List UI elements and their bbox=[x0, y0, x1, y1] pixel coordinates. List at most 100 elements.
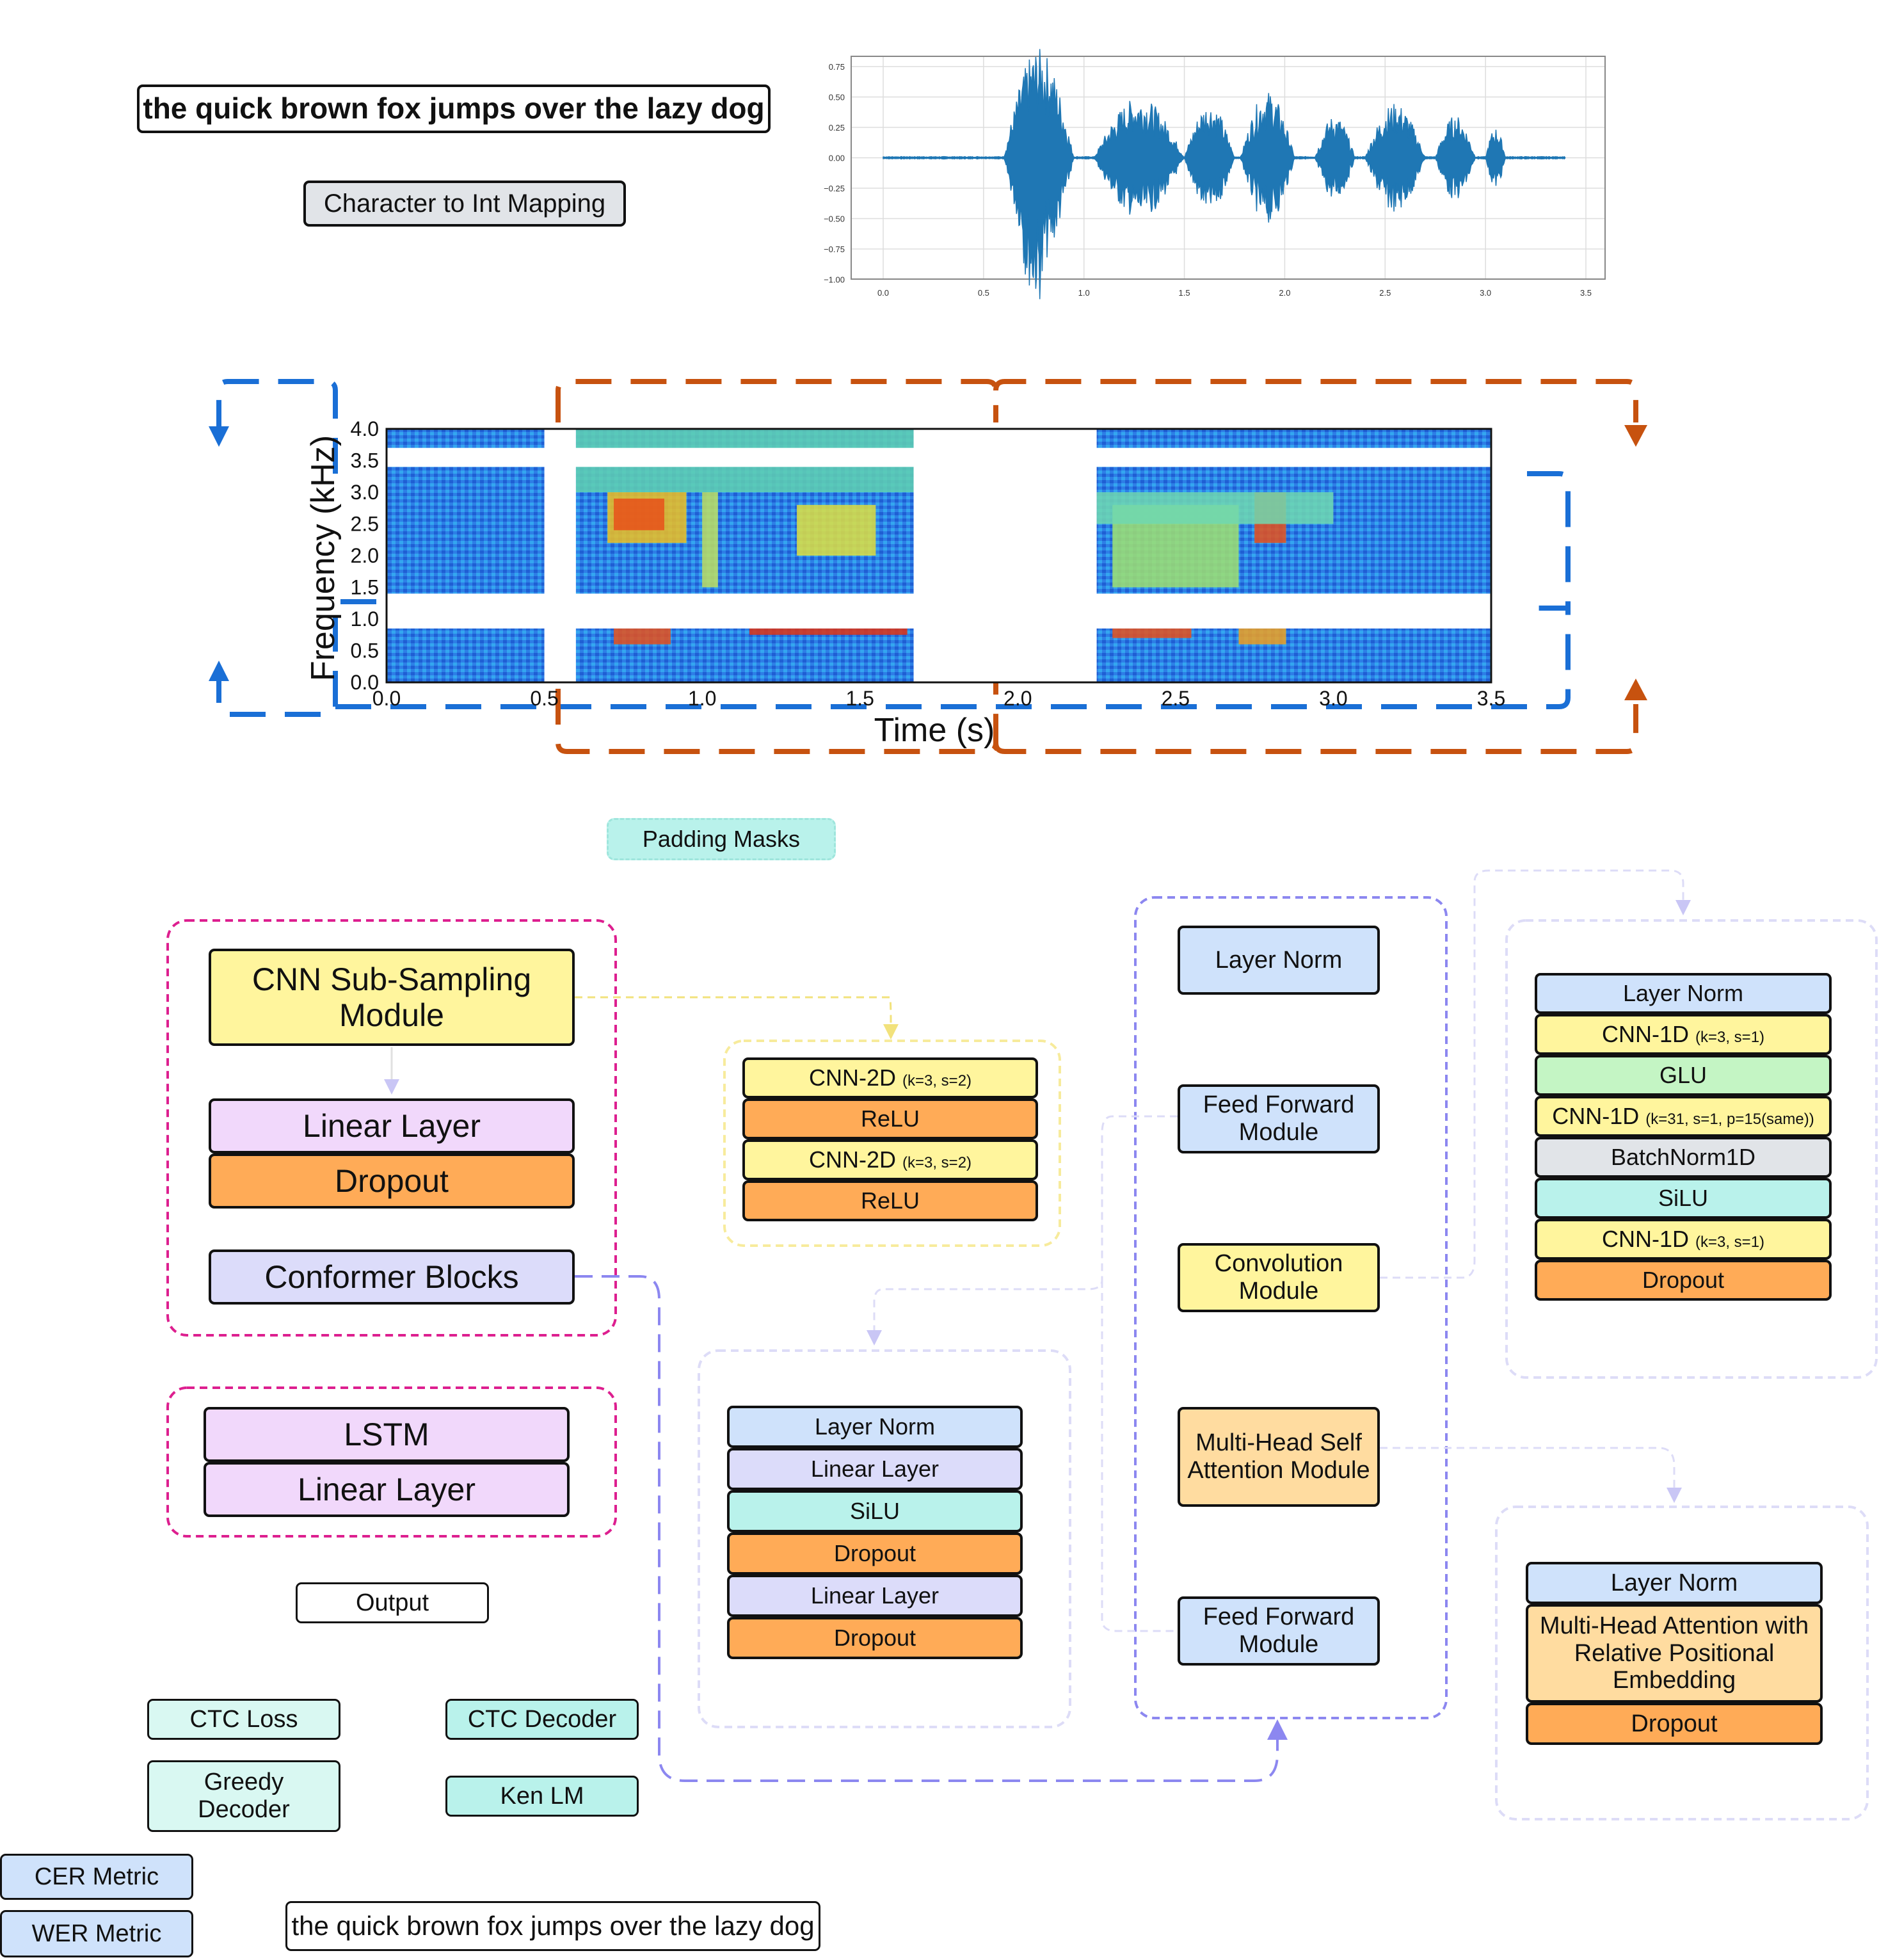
spectrogram-xtick: 1.0 bbox=[688, 687, 716, 710]
spectrogram-image bbox=[387, 429, 1491, 682]
waveform-xtick: 3.5 bbox=[1580, 288, 1592, 298]
conv_detail-row-label: GLU bbox=[1659, 1061, 1707, 1088]
conv_detail-row-1: CNN-1D(k=3, s=1) bbox=[1535, 1014, 1832, 1055]
cnn_detail-row-0: CNN-2D(k=3, s=2) bbox=[742, 1057, 1038, 1098]
cnn-to-detail-line bbox=[575, 996, 899, 1040]
conformer-blocks-box: Conformer Blocks bbox=[209, 1249, 575, 1305]
frequency-mask bbox=[387, 593, 1491, 629]
spectrogram-energy bbox=[1096, 492, 1334, 524]
ff_detail-row-3: Dropout bbox=[727, 1532, 1023, 1575]
conv-to-detail-line bbox=[1380, 869, 1691, 1279]
spectrogram-xtick: 3.0 bbox=[1319, 687, 1347, 710]
waveform-xtick: 3.0 bbox=[1480, 288, 1491, 298]
wer-metric-box: WER Metric bbox=[0, 1910, 193, 1957]
waveform-ytick: −0.25 bbox=[824, 184, 845, 193]
mha-dropout: Dropout bbox=[1526, 1703, 1823, 1745]
conv_detail-row-7: Dropout bbox=[1535, 1260, 1832, 1301]
conv_detail-row-params: (k=3, s=1) bbox=[1695, 1233, 1765, 1251]
encoder-linear-box: Linear Layer bbox=[209, 1098, 575, 1153]
ff_detail-row-1: Linear Layer bbox=[727, 1448, 1023, 1490]
spectrogram-energy bbox=[702, 492, 718, 588]
conv_detail-row-params: (k=31, s=1, p=15(same)) bbox=[1645, 1110, 1814, 1128]
spectrogram-ytick: 2.0 bbox=[351, 544, 379, 567]
waveform-plot: 0.0 0.5 1.0 1.5 2.0 2.5 3.0 3.5 0.75 0.50 0.25 0.00… bbox=[824, 49, 1606, 300]
cer-metric-box: CER Metric bbox=[0, 1854, 193, 1900]
waveform-xtick: 0.0 bbox=[877, 288, 889, 298]
waveform-xtick: 1.0 bbox=[1078, 288, 1090, 298]
spectrogram-xtick: 0.0 bbox=[372, 687, 401, 710]
cnn-subsampling-box: CNN Sub-Sampling Module bbox=[209, 949, 575, 1046]
mha-layer-norm: Layer Norm bbox=[1526, 1562, 1823, 1604]
freq-mask-bracket-left bbox=[216, 379, 1571, 717]
time-arrow-bottom bbox=[1624, 679, 1647, 700]
spectrogram-xtick: 0.5 bbox=[530, 687, 558, 710]
ff_detail-row-0: Layer Norm bbox=[727, 1406, 1023, 1448]
freq-arrow-bottom bbox=[209, 661, 229, 681]
conv_detail-row-label: CNN-1D bbox=[1552, 1102, 1640, 1129]
spectrogram-ytick: 3.0 bbox=[351, 481, 379, 504]
conv_detail-row-label: CNN-1D bbox=[1601, 1020, 1689, 1047]
ff_detail-row-label: Linear Layer bbox=[810, 1455, 940, 1482]
conv_detail-row-2: GLU bbox=[1535, 1055, 1832, 1096]
char-mapping-box: Character to Int Mapping bbox=[303, 181, 626, 227]
lstm-box: LSTM bbox=[204, 1407, 570, 1462]
conv_detail-row-3: CNN-1D (k=31, s=1, p=15(same)) bbox=[1535, 1096, 1832, 1137]
cnn_detail-row-1: ReLU bbox=[742, 1098, 1038, 1139]
waveform-ytick: 0.75 bbox=[829, 62, 845, 72]
waveform-ytick: 0.25 bbox=[829, 123, 845, 133]
time-mask bbox=[913, 429, 1097, 682]
output-sentence: the quick brown fox jumps over the lazy … bbox=[285, 1901, 820, 1951]
spectrogram-ytick: 3.5 bbox=[351, 449, 379, 472]
conv_detail-row-label: CNN-1D bbox=[1601, 1225, 1689, 1252]
waveform-xtick: 2.5 bbox=[1379, 288, 1391, 298]
conv_detail-row-0: Layer Norm bbox=[1535, 973, 1832, 1014]
ff_detail-row-4: Linear Layer bbox=[727, 1575, 1023, 1617]
mha-detail-container bbox=[1495, 1506, 1869, 1820]
conv_detail-row-4: BatchNorm1D bbox=[1535, 1137, 1832, 1178]
greedy-decoder-box: Greedy Decoder bbox=[147, 1760, 340, 1832]
frequency-mask bbox=[387, 447, 1491, 467]
kenlm-box: Ken LM bbox=[445, 1776, 639, 1817]
waveform-ticks: 0.0 0.5 1.0 1.5 2.0 2.5 3.0 3.5 0.75 0.50 0.25 0.00… bbox=[824, 62, 1592, 298]
output-box: Output bbox=[296, 1582, 489, 1623]
conv_detail-row-label: BatchNorm1D bbox=[1610, 1143, 1756, 1170]
input-sentence: the quick brown fox jumps over the lazy … bbox=[137, 84, 771, 133]
spectrogram-frame bbox=[385, 428, 1492, 684]
decoder-linear-box: Linear Layer bbox=[204, 1462, 570, 1517]
time-arrow-top bbox=[1624, 425, 1647, 447]
spectrogram-ytick: 1.0 bbox=[351, 607, 379, 631]
conformer-ff2: Feed Forward Module bbox=[1178, 1596, 1380, 1666]
conv-detail-container bbox=[1505, 919, 1878, 1379]
waveform-frame bbox=[851, 56, 1606, 280]
spectrogram-xtick: 1.5 bbox=[845, 687, 874, 710]
waveform-ytick: −0.50 bbox=[824, 214, 845, 224]
waveform-xtick: 2.0 bbox=[1279, 288, 1290, 298]
ctc-loss-box: CTC Loss bbox=[147, 1699, 340, 1740]
waveform-ytick: 0.00 bbox=[829, 154, 845, 163]
conv_detail-row-label: SiLU bbox=[1658, 1184, 1709, 1211]
cnn_detail-row-label: ReLU bbox=[860, 1105, 920, 1132]
waveform-xtick: 0.5 bbox=[978, 288, 989, 298]
waveform-signal bbox=[883, 49, 1566, 300]
spectrogram-ytick: 4.0 bbox=[351, 417, 379, 440]
spectrogram-energy bbox=[797, 504, 876, 556]
conformer-layer-norm: Layer Norm bbox=[1178, 926, 1380, 995]
conv_detail-row-label: Layer Norm bbox=[1622, 979, 1744, 1006]
spectrogram-xlabel: Time (s) bbox=[874, 712, 995, 749]
conv_detail-row-6: CNN-1D (k=3, s=1) bbox=[1535, 1219, 1832, 1260]
cnn_detail-row-label: ReLU bbox=[860, 1187, 920, 1214]
cnn_detail-row-2: CNN-2D(k=3, s=2) bbox=[742, 1139, 1038, 1180]
ctc-decoder-box: CTC Decoder bbox=[445, 1699, 639, 1740]
cnn_detail-row-params: (k=3, s=2) bbox=[902, 1072, 972, 1089]
ff_detail-row-5: Dropout bbox=[727, 1617, 1023, 1659]
ff_detail-row-label: Linear Layer bbox=[810, 1582, 940, 1609]
waveform-xtick: 1.5 bbox=[1179, 288, 1190, 298]
ff_detail-row-label: Layer Norm bbox=[814, 1413, 936, 1440]
ff_detail-row-2: SiLU bbox=[727, 1490, 1023, 1532]
encoder-container bbox=[166, 919, 617, 1337]
padding-masks-box: Padding Masks bbox=[607, 818, 836, 860]
conformer-conv: Convolution Module bbox=[1178, 1243, 1380, 1312]
waveform-ytick: 0.50 bbox=[829, 93, 845, 102]
